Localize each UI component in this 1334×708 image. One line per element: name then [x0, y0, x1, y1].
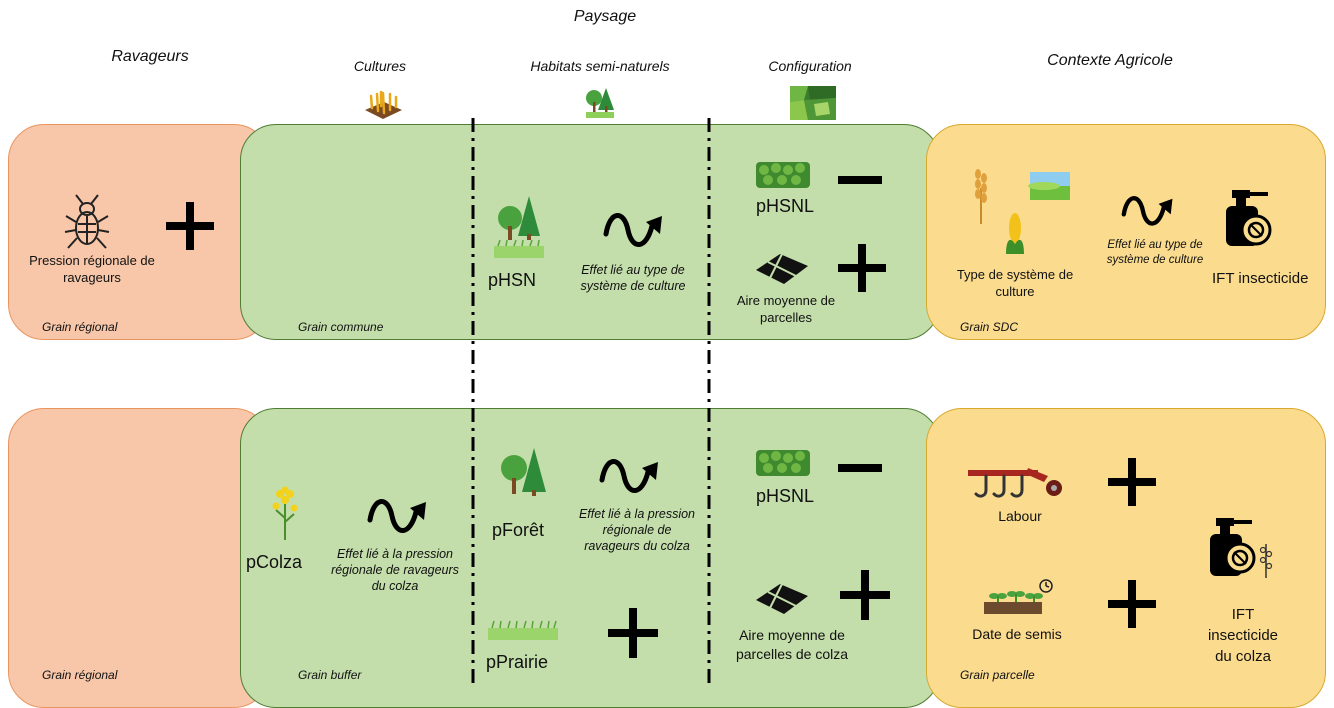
insect-icon: [64, 194, 110, 249]
cultures-header: Cultures: [353, 58, 407, 74]
sdc-type-label: Type de système de culture: [956, 267, 1074, 299]
separator-line-right: [707, 118, 711, 686]
grain-label: Grain régional: [42, 668, 118, 682]
agri-box-row2: [926, 408, 1326, 708]
minus-sign: [838, 464, 882, 472]
paysage-header: Paysage: [573, 8, 637, 25]
field-plot-icon: [756, 253, 808, 284]
effect-label: Effet lié à la pression régionale de rav…: [331, 547, 459, 593]
grass-icon: [488, 620, 558, 640]
rapeseed-icon: [272, 486, 298, 540]
configuration-header: Configuration: [768, 58, 852, 74]
wheat-icon: [975, 169, 987, 224]
pcolza-label: pColza: [246, 552, 303, 572]
separator-line-left: [471, 118, 475, 686]
date-semis-label: Date de semis: [972, 626, 1062, 642]
plus-sign: [608, 608, 658, 658]
landscape-mosaic-icon: [790, 86, 836, 120]
pforet-label: pForêt: [492, 520, 545, 540]
pprairie-label: pPrairie: [486, 652, 549, 672]
plus-sign: [838, 244, 886, 292]
aire-label: Aire moyenne de parcelles: [736, 293, 836, 325]
trees-icon: [501, 448, 546, 496]
ift-colza-label: IFT insecticide du colza: [1207, 606, 1279, 665]
meadow-icon: [1028, 172, 1070, 200]
minus-sign: [838, 176, 882, 184]
pest-box-row1: [8, 124, 270, 340]
phsnl-label: pHSNL: [756, 486, 815, 506]
pest-box-row2: [8, 408, 270, 708]
ift-label: IFT insecticide: [1212, 270, 1309, 287]
nonlinear-effect-icon: [603, 213, 662, 247]
trees-icon: [586, 88, 614, 118]
landscape-box-row2: [240, 408, 940, 708]
effect-label: Effet lié à la pression régionale de rav…: [578, 507, 696, 553]
plough-icon: [968, 468, 1062, 498]
hedge-icon: [756, 162, 810, 188]
grain-label: Grain buffer: [298, 668, 362, 682]
landscape-box-row1: [240, 124, 940, 340]
phsnl-label: pHSNL: [756, 196, 815, 216]
sprayer-icon: [1226, 190, 1272, 246]
plus-sign: [840, 570, 890, 620]
habitats-header: Habitats semi-naturels: [530, 58, 670, 74]
ravageurs-header: Ravageurs: [111, 48, 189, 65]
hedge-icon: [756, 450, 810, 476]
effect-label: Effet lié au type de système de culture: [580, 263, 686, 293]
plus-sign: [166, 202, 214, 250]
seedling-icon: [984, 579, 1053, 614]
nonlinear-effect-icon: [599, 459, 658, 493]
grain-label: Grain SDC: [960, 320, 1019, 334]
plus-sign: [1108, 458, 1156, 506]
grain-label: Grain parcelle: [960, 668, 1035, 682]
nonlinear-effect-icon: [1121, 196, 1173, 226]
grain-label: Grain régional: [42, 320, 118, 334]
contexte-header: Contexte Agricole: [1047, 52, 1173, 69]
labour-label: Labour: [998, 508, 1042, 524]
phsn-label: pHSN: [488, 270, 537, 290]
plus-sign: [1108, 580, 1156, 628]
sprayer-icon: [1210, 518, 1273, 578]
aire-colza-label: Aire moyenne de parcelles de colza: [735, 627, 849, 662]
grain-label: Grain commune: [298, 320, 384, 334]
nonlinear-effect-icon: [367, 499, 426, 533]
corn-icon: [1006, 213, 1024, 254]
pest-pressure-label: Pression régionale de ravageurs: [29, 253, 155, 285]
crop-field-icon: [365, 90, 402, 119]
trees-icon: [494, 196, 544, 258]
effect-label: Effet lié au type de système de culture: [1106, 239, 1204, 266]
field-plot-icon: [756, 583, 808, 614]
